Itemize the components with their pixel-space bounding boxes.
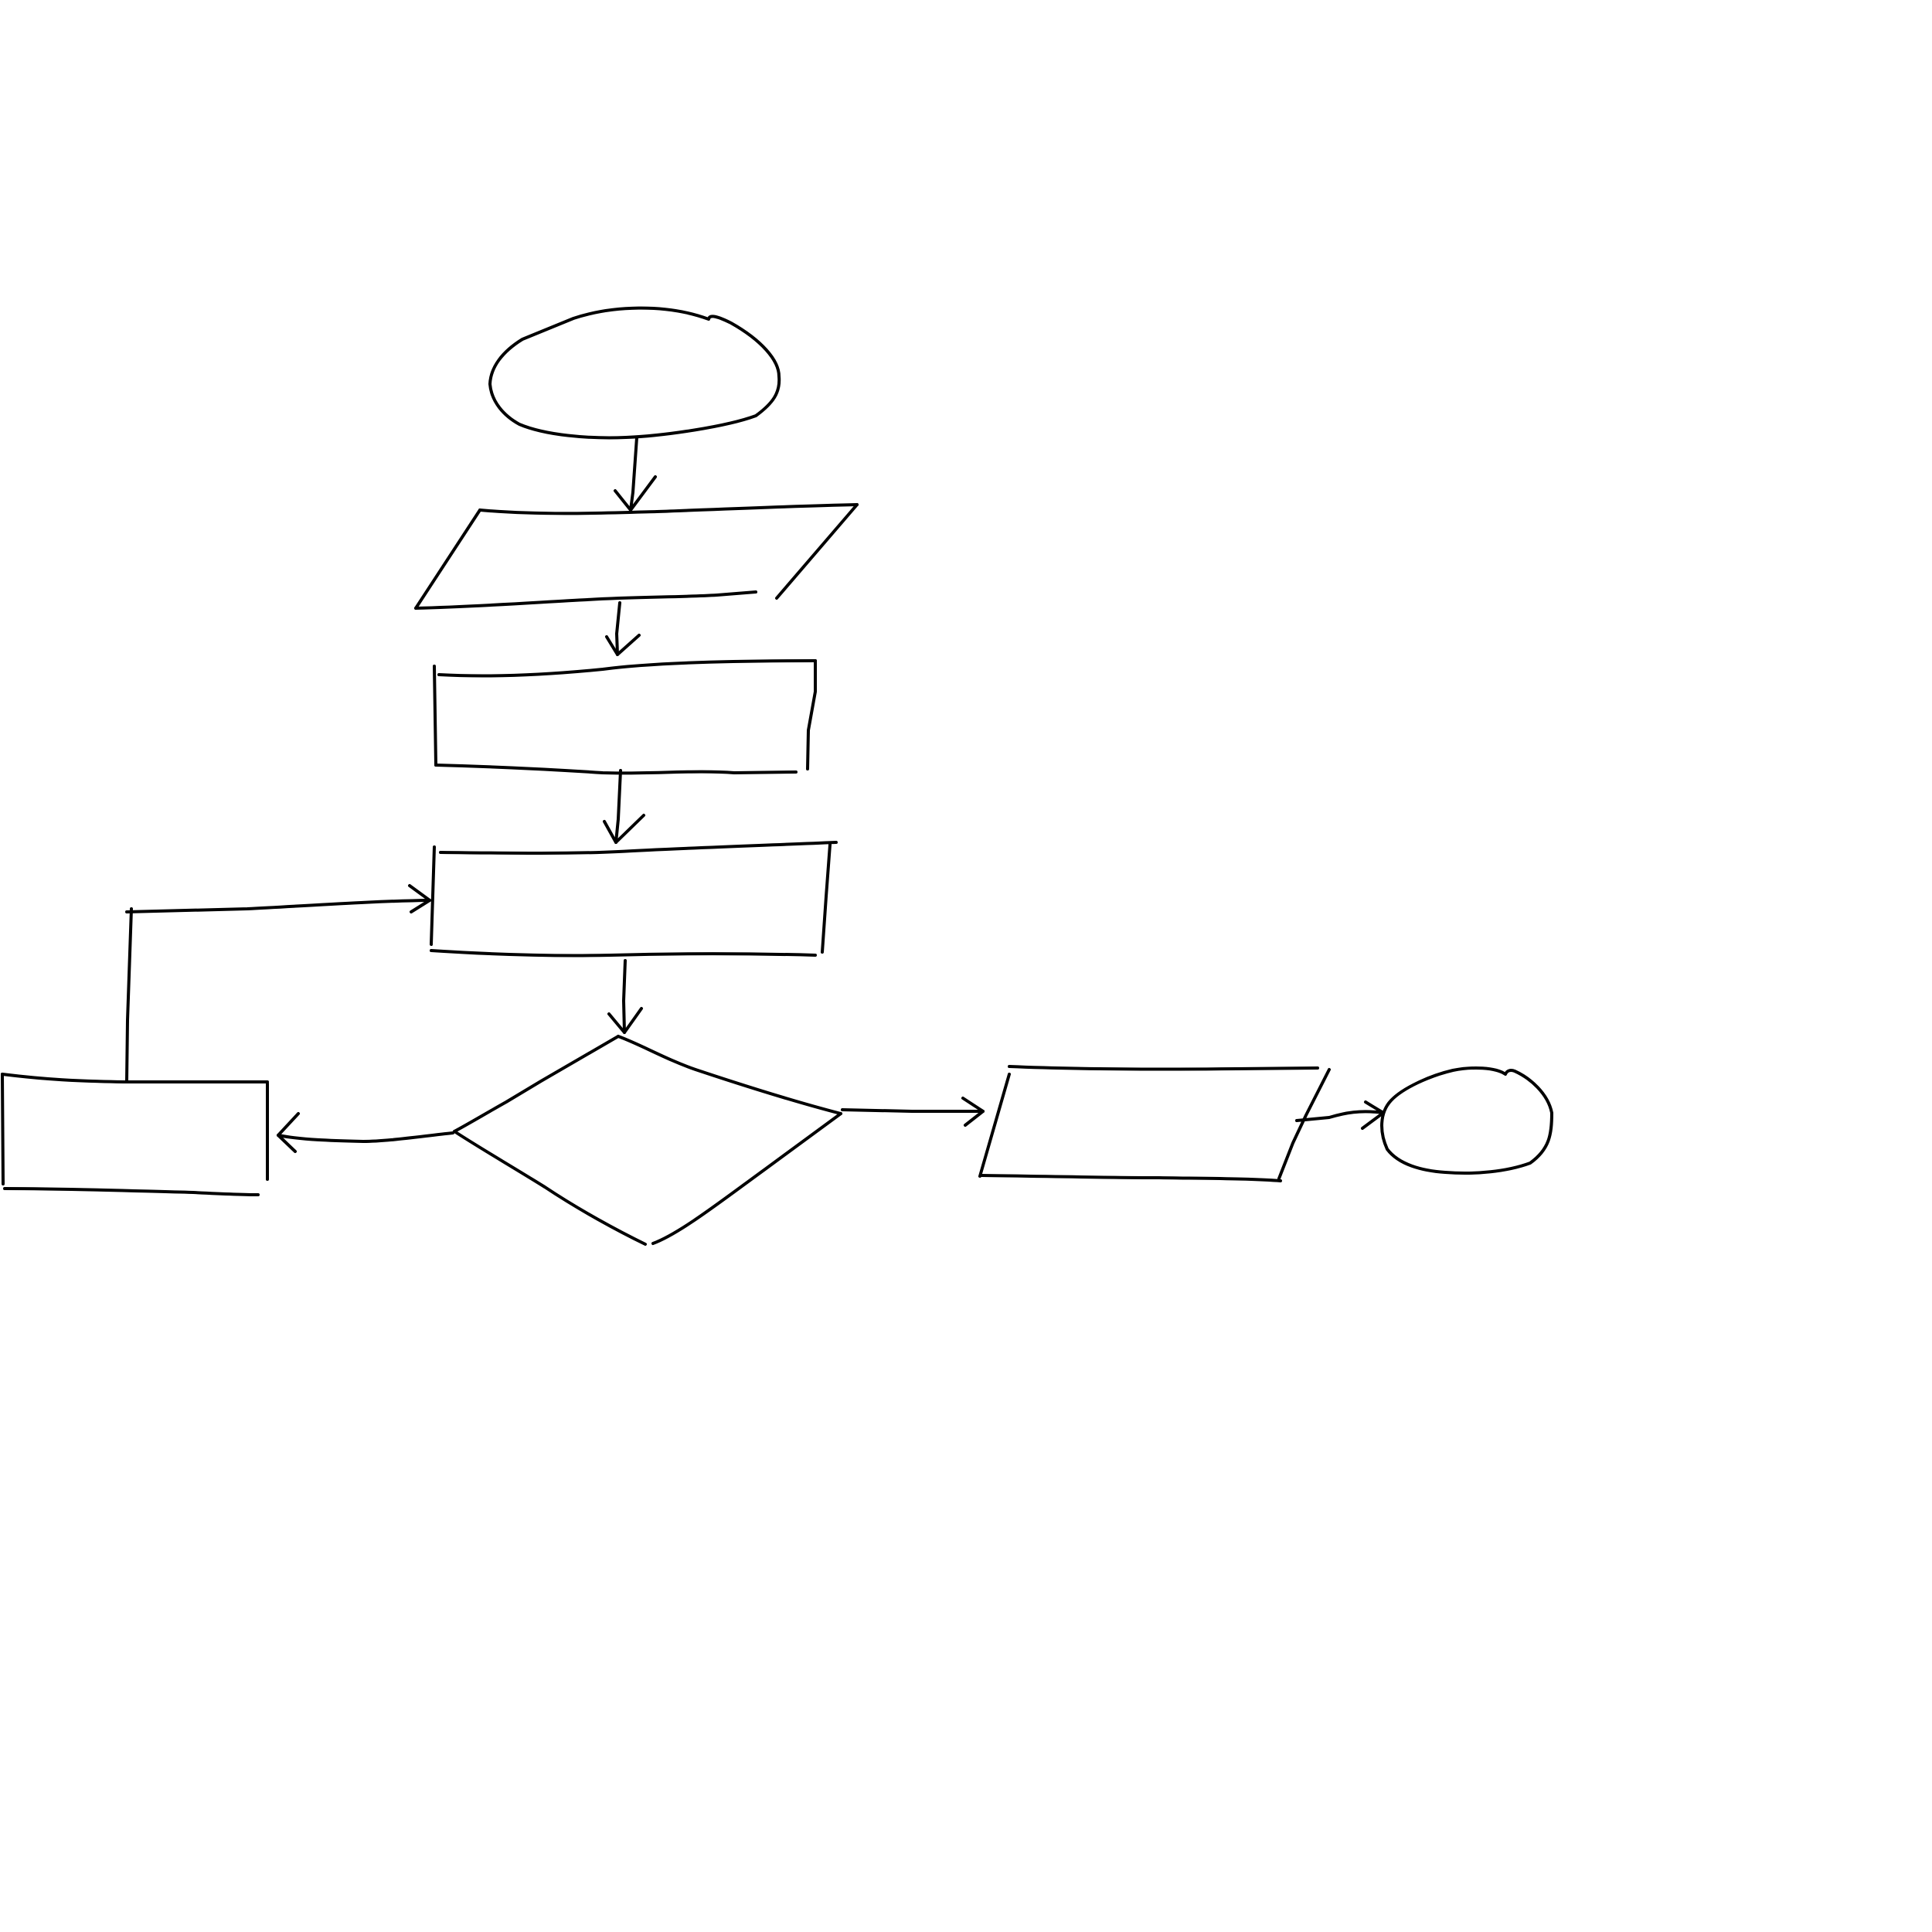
arrow-start-to-input <box>614 436 657 512</box>
output-parallelogram <box>978 1065 1331 1182</box>
arrow-decision-to-process-left <box>277 1112 454 1153</box>
decision-diamond <box>453 1035 842 1246</box>
process-left-rectangle <box>1 1073 269 1196</box>
input-parallelogram <box>414 503 859 610</box>
arrow-process-2-to-decision <box>607 959 643 1034</box>
arrow-process-1-to-process-2 <box>603 769 645 844</box>
process-2-rectangle <box>430 841 838 957</box>
start-ellipse <box>488 306 781 440</box>
arrow-decision-to-output <box>841 1097 985 1127</box>
arrow-loop-back-to-process-2 <box>125 884 431 1082</box>
end-ellipse <box>1380 1066 1553 1175</box>
arrow-input-to-process-1 <box>605 601 641 656</box>
process-1-rectangle <box>433 659 817 775</box>
